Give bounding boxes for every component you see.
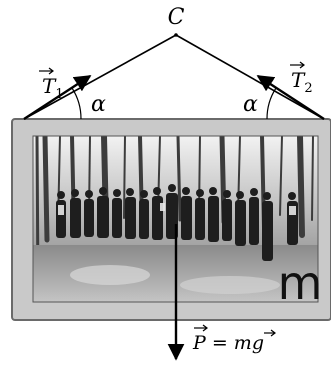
tension-label-right: T2: [290, 61, 313, 96]
weight-gravity: g: [252, 332, 264, 354]
tension-left-symbol: T: [42, 74, 57, 98]
angle-label-right: α: [243, 92, 258, 117]
weight-equation: P = mg: [192, 324, 276, 354]
weight-equals: =: [206, 332, 234, 354]
svg-text:P = mg: P = mg: [192, 332, 264, 354]
apex-label: C: [168, 5, 185, 30]
people-group: [56, 184, 298, 261]
string-left: [23, 34, 177, 120]
tension-right-symbol: T: [291, 68, 306, 92]
angle-arc-right: [266, 87, 277, 120]
tension-right-subscript: 2: [304, 81, 312, 96]
angle-label-left: α: [91, 92, 106, 117]
tension-arrow-right: [256, 74, 325, 121]
weight-mass: m: [234, 332, 252, 354]
apex-point: [174, 33, 178, 37]
tension-label-left: T1: [39, 67, 64, 102]
tension-left-subscript: 1: [55, 87, 63, 102]
svg-text:T2: T2: [291, 68, 313, 96]
angle-arc-left: [71, 87, 82, 120]
weight-symbol: P: [192, 332, 207, 354]
svg-text:T1: T1: [42, 74, 64, 102]
mass-label: m: [278, 256, 323, 310]
string-right: [175, 34, 325, 120]
tension-arrow-left: [23, 74, 92, 121]
